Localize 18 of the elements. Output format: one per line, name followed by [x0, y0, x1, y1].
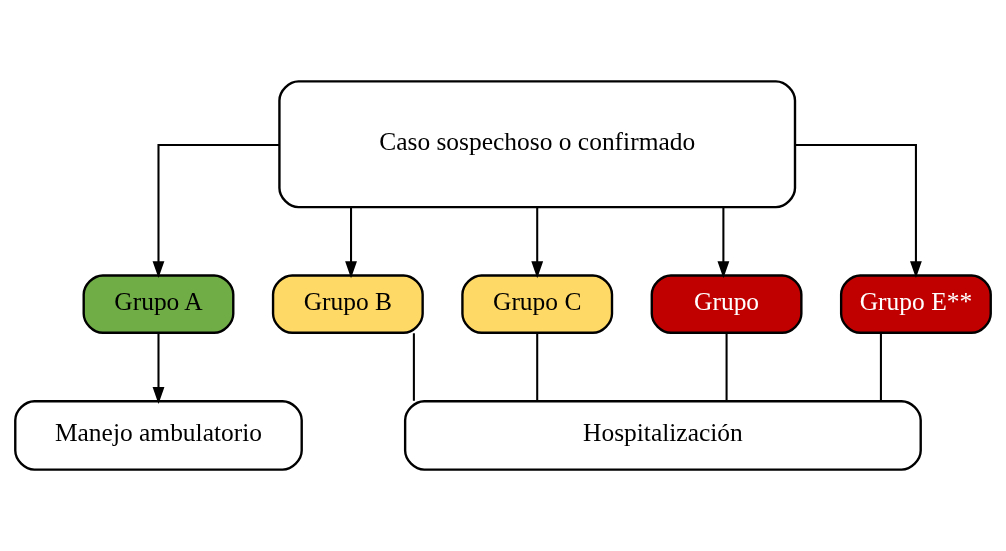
connector [725, 333, 728, 401]
arrow [152, 333, 165, 404]
node-box: Grupo B [271, 274, 424, 334]
arrow [531, 207, 544, 279]
connector [879, 333, 882, 401]
node-box: Grupo A [82, 274, 235, 334]
node-box: Manejo ambulatorio [14, 400, 303, 471]
arrow [345, 207, 357, 279]
node-box: Grupo C [461, 274, 614, 334]
arrow [152, 144, 280, 279]
node-box: Grupo [650, 274, 803, 334]
arrow [795, 144, 922, 279]
arrow [717, 207, 730, 279]
node-box: Grupo E** [839, 274, 992, 334]
node-box: Hospitalización [403, 400, 922, 471]
node-box: Caso sospechoso o confirmado [278, 80, 797, 209]
connector [536, 333, 539, 401]
connector [412, 333, 415, 401]
